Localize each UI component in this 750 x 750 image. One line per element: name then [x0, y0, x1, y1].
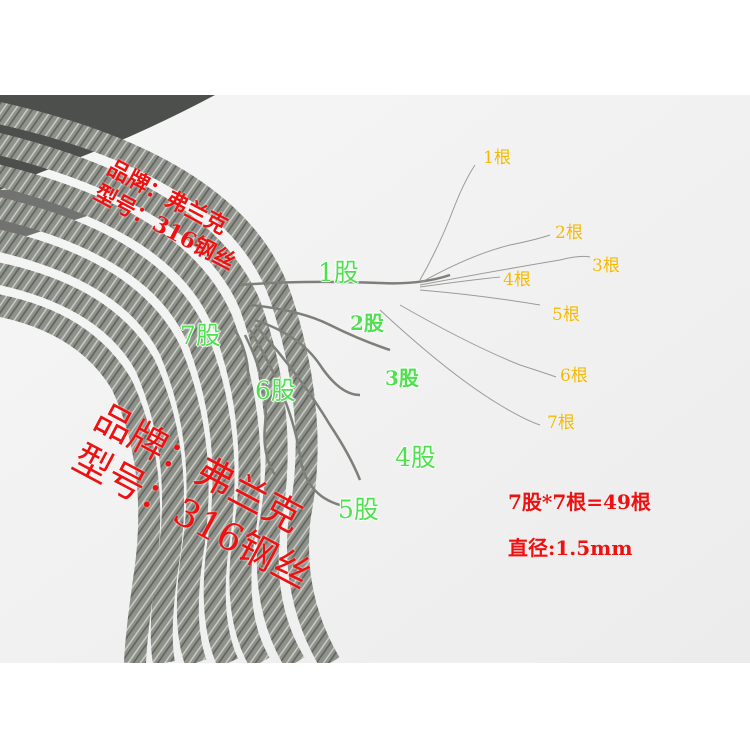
unravelled-strands: [233, 273, 451, 507]
strand-label-4: 4股: [395, 443, 436, 472]
strand-label-2: 2股: [350, 311, 384, 335]
spec-diameter: 直径:1.5mm: [508, 536, 633, 560]
spec-formula: 7股*7根=49根: [508, 490, 651, 514]
wire-label-3: 3根: [592, 256, 620, 276]
strand-label-7: 7股: [180, 321, 221, 350]
wire-label-2: 2根: [555, 223, 583, 243]
strand-label-1: 1股: [318, 258, 359, 287]
product-photo: 品牌：弗兰克 型号：316钢丝 品牌：弗兰克 型号：316钢丝 1根 2根 3根…: [0, 95, 750, 663]
wire-label-5: 5根: [552, 305, 580, 325]
wire-rope-illustration: [0, 95, 750, 663]
wire-label-1: 1根: [483, 148, 511, 168]
strand-label-5: 5股: [338, 495, 379, 524]
wire-label-6: 6根: [560, 366, 588, 386]
strand-label-6: 6股: [255, 376, 296, 405]
strand-label-3: 3股: [385, 366, 419, 390]
wire-label-4: 4根: [503, 270, 531, 290]
single-wires: [379, 164, 591, 426]
cable-coil: [0, 101, 340, 663]
wire-label-7: 7根: [547, 413, 575, 433]
